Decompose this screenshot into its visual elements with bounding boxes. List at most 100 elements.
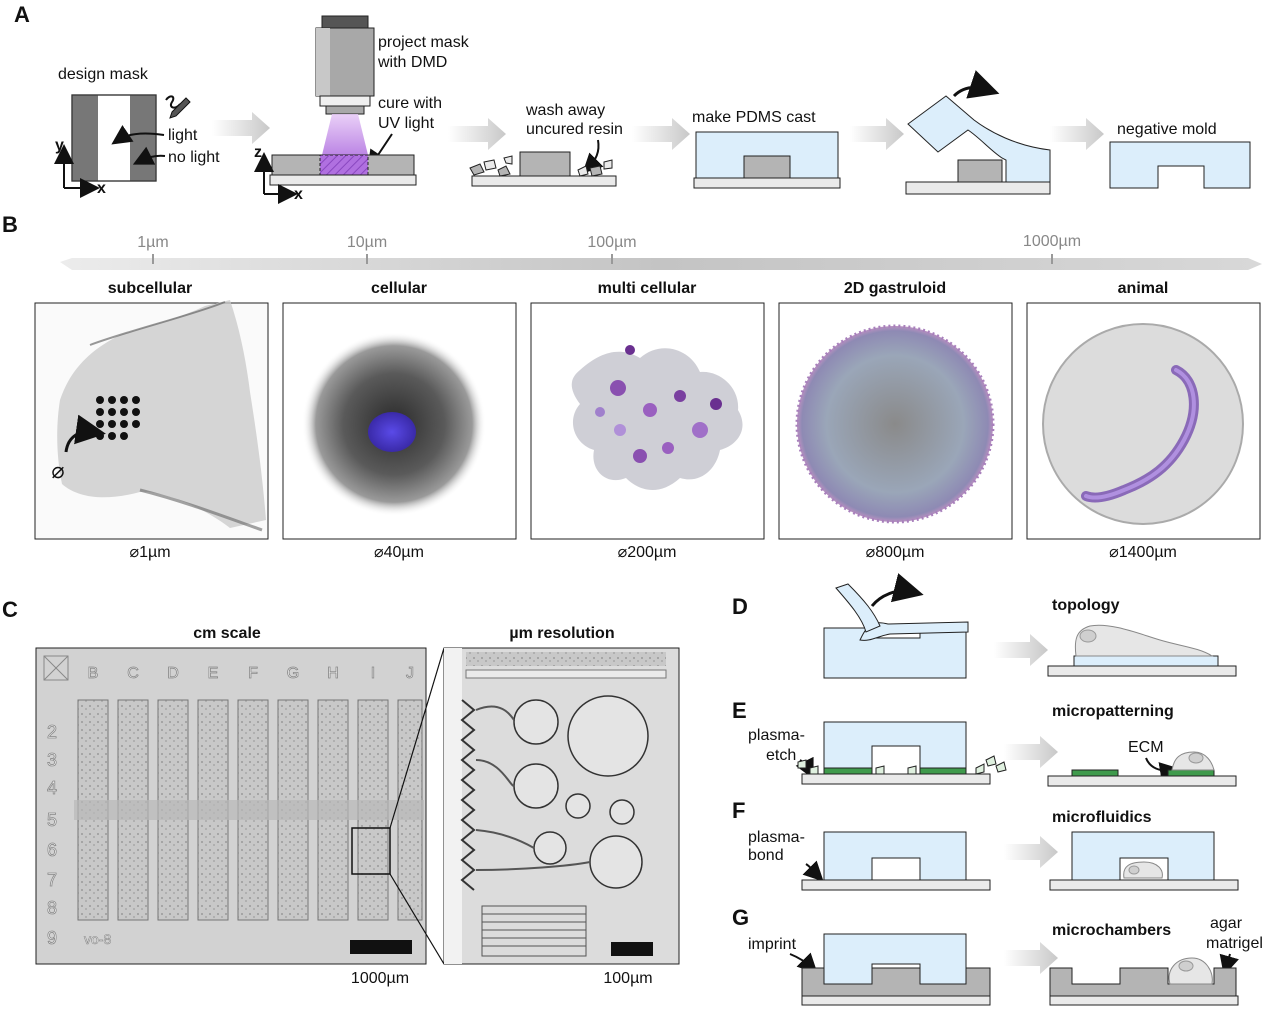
scale-bar-right (611, 942, 653, 956)
microchambers-title: microchambers (1052, 922, 1171, 939)
plasma-bond-label-2: bond (748, 847, 784, 864)
washed-resin (469, 151, 617, 187)
scale-tick-label-3: 100µm (587, 234, 636, 251)
diameter-label-4: ⌀800µm (866, 544, 925, 561)
column-letter-6: G (287, 665, 299, 682)
topology-title: topology (1052, 597, 1120, 614)
design-mask-label: design mask (58, 66, 149, 83)
panel-letter-g: G (732, 905, 749, 930)
zoom-line-top (389, 647, 445, 829)
diameter-label-3: ⌀200µm (618, 544, 677, 561)
xy-axes (54, 144, 100, 198)
row-number-6: 7 (47, 870, 57, 890)
peel-off (905, 70, 1051, 195)
panel-letter-e: E (732, 698, 747, 723)
column-letter-3: D (167, 665, 179, 682)
image-subcellular (34, 300, 269, 540)
light-label: light (168, 127, 198, 144)
design-mask (71, 94, 157, 182)
uv-beam (322, 114, 368, 155)
chip-column-letters: B C D E F G H I J (87, 665, 414, 683)
category-multicellular: multi cellular (598, 280, 697, 297)
agar-label-2: matrigel (1206, 935, 1263, 952)
axis-x-label: x (97, 180, 106, 197)
plasma-etch-label-1: plasma- (748, 727, 805, 744)
ecm-arrow (1145, 757, 1180, 782)
scale-bar-right-label: 100µm (603, 970, 652, 987)
imprint-label: imprint (748, 936, 797, 953)
micropatterning-title: micropatterning (1052, 703, 1174, 720)
panel-g: G imprint microchambers agar matrigel (732, 905, 1263, 1006)
panel-d: D topology (732, 573, 1237, 679)
wash-label-2: uncured resin (526, 121, 623, 138)
dot-pointer-arrow (64, 414, 106, 453)
panel-c: C cm scale µm resolution (2, 597, 680, 987)
pdms-cast (693, 131, 841, 189)
panel-letter-d: D (732, 594, 748, 619)
microchambers-result (1049, 957, 1239, 1006)
xz-axes (254, 152, 298, 204)
cm-scale-title: cm scale (193, 625, 261, 642)
etch-setup (797, 721, 1007, 785)
image-cellular (282, 302, 517, 540)
scale-tick-label-4: 1000µm (1023, 233, 1081, 250)
row-number-3: 4 (47, 778, 57, 798)
cure-label-1: cure with (378, 95, 442, 112)
row-number-7: 8 (47, 898, 57, 918)
scale-ticks (152, 254, 1053, 264)
scale-bar-left (350, 940, 412, 954)
pdms-label: make PDMS cast (692, 109, 816, 126)
log-scale-bar (60, 258, 1262, 270)
row-number-2: 3 (47, 750, 57, 770)
flow-arrow-e (1004, 736, 1058, 768)
row-number-1: 2 (47, 722, 57, 742)
panel-e: E plasma- etch micropatterning ECM (732, 698, 1237, 787)
diameter-symbol: ⌀ (51, 458, 64, 483)
bond-setup (801, 831, 991, 891)
zoom-line-bottom (389, 873, 445, 965)
flow-arrow-5 (1050, 118, 1104, 150)
column-letter-7: H (327, 665, 339, 682)
topology-result (1047, 624, 1237, 677)
wash-label-1: wash away (525, 102, 605, 119)
image-multicellular (530, 302, 765, 540)
light-pointer-arrow (111, 125, 165, 145)
diameter-label-5: ⌀1400µm (1109, 544, 1177, 561)
imprint-arrow (789, 952, 818, 974)
flow-arrow-3 (632, 118, 690, 150)
column-letter-5: F (248, 665, 258, 682)
resin-vat (269, 154, 417, 186)
dmd-projector (315, 15, 375, 155)
no-light-label: no light (168, 149, 220, 166)
flow-arrow-g (1004, 942, 1058, 974)
um-resolution-title: µm resolution (509, 625, 614, 642)
panel-b: B 1µm 10µm 100µm 1000µm subcellular cell… (2, 212, 1262, 561)
image-animal (1026, 302, 1261, 540)
category-subcellular: subcellular (108, 280, 192, 297)
microfluidics-title: microfluidics (1052, 809, 1152, 826)
row-number-8: 9 (47, 928, 57, 948)
pencil-icon (165, 95, 191, 119)
flow-arrow-4 (850, 118, 904, 150)
topology-mold (823, 627, 967, 679)
category-gastruloid: 2D gastruloid (844, 280, 946, 297)
wash-pointer-arrow (582, 139, 604, 174)
image-gastruloid (778, 302, 1013, 540)
chip-code: vo-8 (84, 931, 111, 947)
column-letter-8: I (371, 665, 375, 682)
micropattern-result (1047, 751, 1237, 787)
project-mask-label-1: project mask (378, 34, 470, 51)
negative-mold (1109, 141, 1251, 189)
category-animal: animal (1118, 280, 1169, 297)
chip-row-numbers: 2 3 4 5 6 7 8 9 (47, 722, 58, 949)
panel-letter-b: B (2, 212, 18, 237)
flow-arrow-f (1004, 836, 1058, 868)
diameter-label-1: ⌀1µm (129, 544, 170, 561)
column-letter-4: E (208, 665, 219, 682)
zoom-box (351, 827, 391, 875)
category-cellular: cellular (371, 280, 427, 297)
panel-letter-f: F (732, 798, 745, 823)
negative-mold-label: negative mold (1117, 121, 1217, 138)
axis-y-label: y (55, 137, 64, 154)
